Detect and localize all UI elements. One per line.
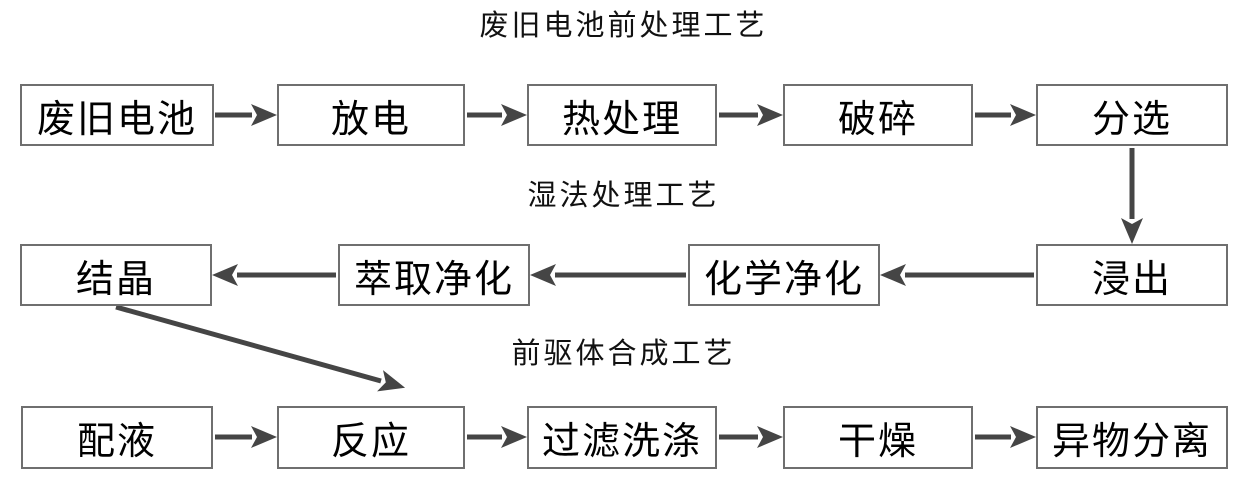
flow-box-waste-battery: 废旧电池	[20, 84, 214, 146]
section-title-wet-processing: 湿法处理工艺	[527, 180, 720, 212]
flow-box-leaching: 浸出	[1036, 244, 1228, 306]
flow-box-foreign-matter-separation: 异物分离	[1036, 406, 1228, 469]
section-title-precursor-synthesis: 前驱体合成工艺	[511, 338, 736, 370]
flow-box-solution-preparation: 配液	[21, 406, 213, 469]
flow-box-heat-treatment: 热处理	[527, 84, 717, 146]
flow-box-crystallization: 结晶	[20, 244, 212, 306]
flow-box-drying: 干燥	[783, 406, 973, 469]
section-title-pretreatment: 废旧电池前处理工艺	[479, 10, 768, 42]
flow-box-extraction-purification: 萃取净化	[338, 244, 530, 306]
flow-box-sorting: 分选	[1036, 84, 1228, 146]
flow-box-crushing: 破碎	[783, 84, 973, 146]
flow-box-reaction: 反应	[277, 406, 465, 469]
flow-box-chemical-purification: 化学净化	[688, 244, 880, 306]
flow-box-filtration-washing: 过滤洗涤	[527, 406, 717, 469]
flow-box-discharge: 放电	[277, 84, 465, 146]
